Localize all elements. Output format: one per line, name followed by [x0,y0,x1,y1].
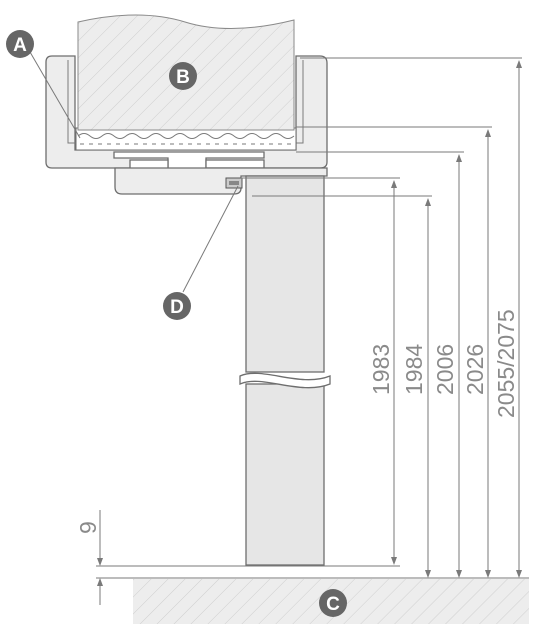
door-break [239,372,331,389]
dim-1984: 1984 [401,344,427,395]
dim-1983: 1983 [368,344,394,395]
door-leaf-upper [245,175,325,373]
dim-2026: 2026 [462,344,488,395]
leader-d [182,185,239,293]
svg-text:C: C [326,594,340,615]
badge-c: C [319,589,347,617]
clip-detail-inner [229,181,239,185]
badge-b: B [169,62,197,90]
seal-wave [77,133,295,139]
frame-slot-right [205,159,265,169]
dim-2055-2075: 2055/2075 [493,309,519,418]
svg-text:A: A [13,35,27,56]
badge-d: D [163,292,191,320]
svg-text:B: B [176,67,190,88]
door-leaf-lower [245,383,325,566]
leader-a [29,51,81,139]
dim-gap: 9 [75,521,101,534]
badge-a: A [6,30,34,58]
seal-strip [75,127,297,151]
dim-2006: 2006 [432,344,458,395]
svg-text:D: D [170,297,184,318]
dim-lines [97,60,522,605]
frame-profile [45,55,328,169]
